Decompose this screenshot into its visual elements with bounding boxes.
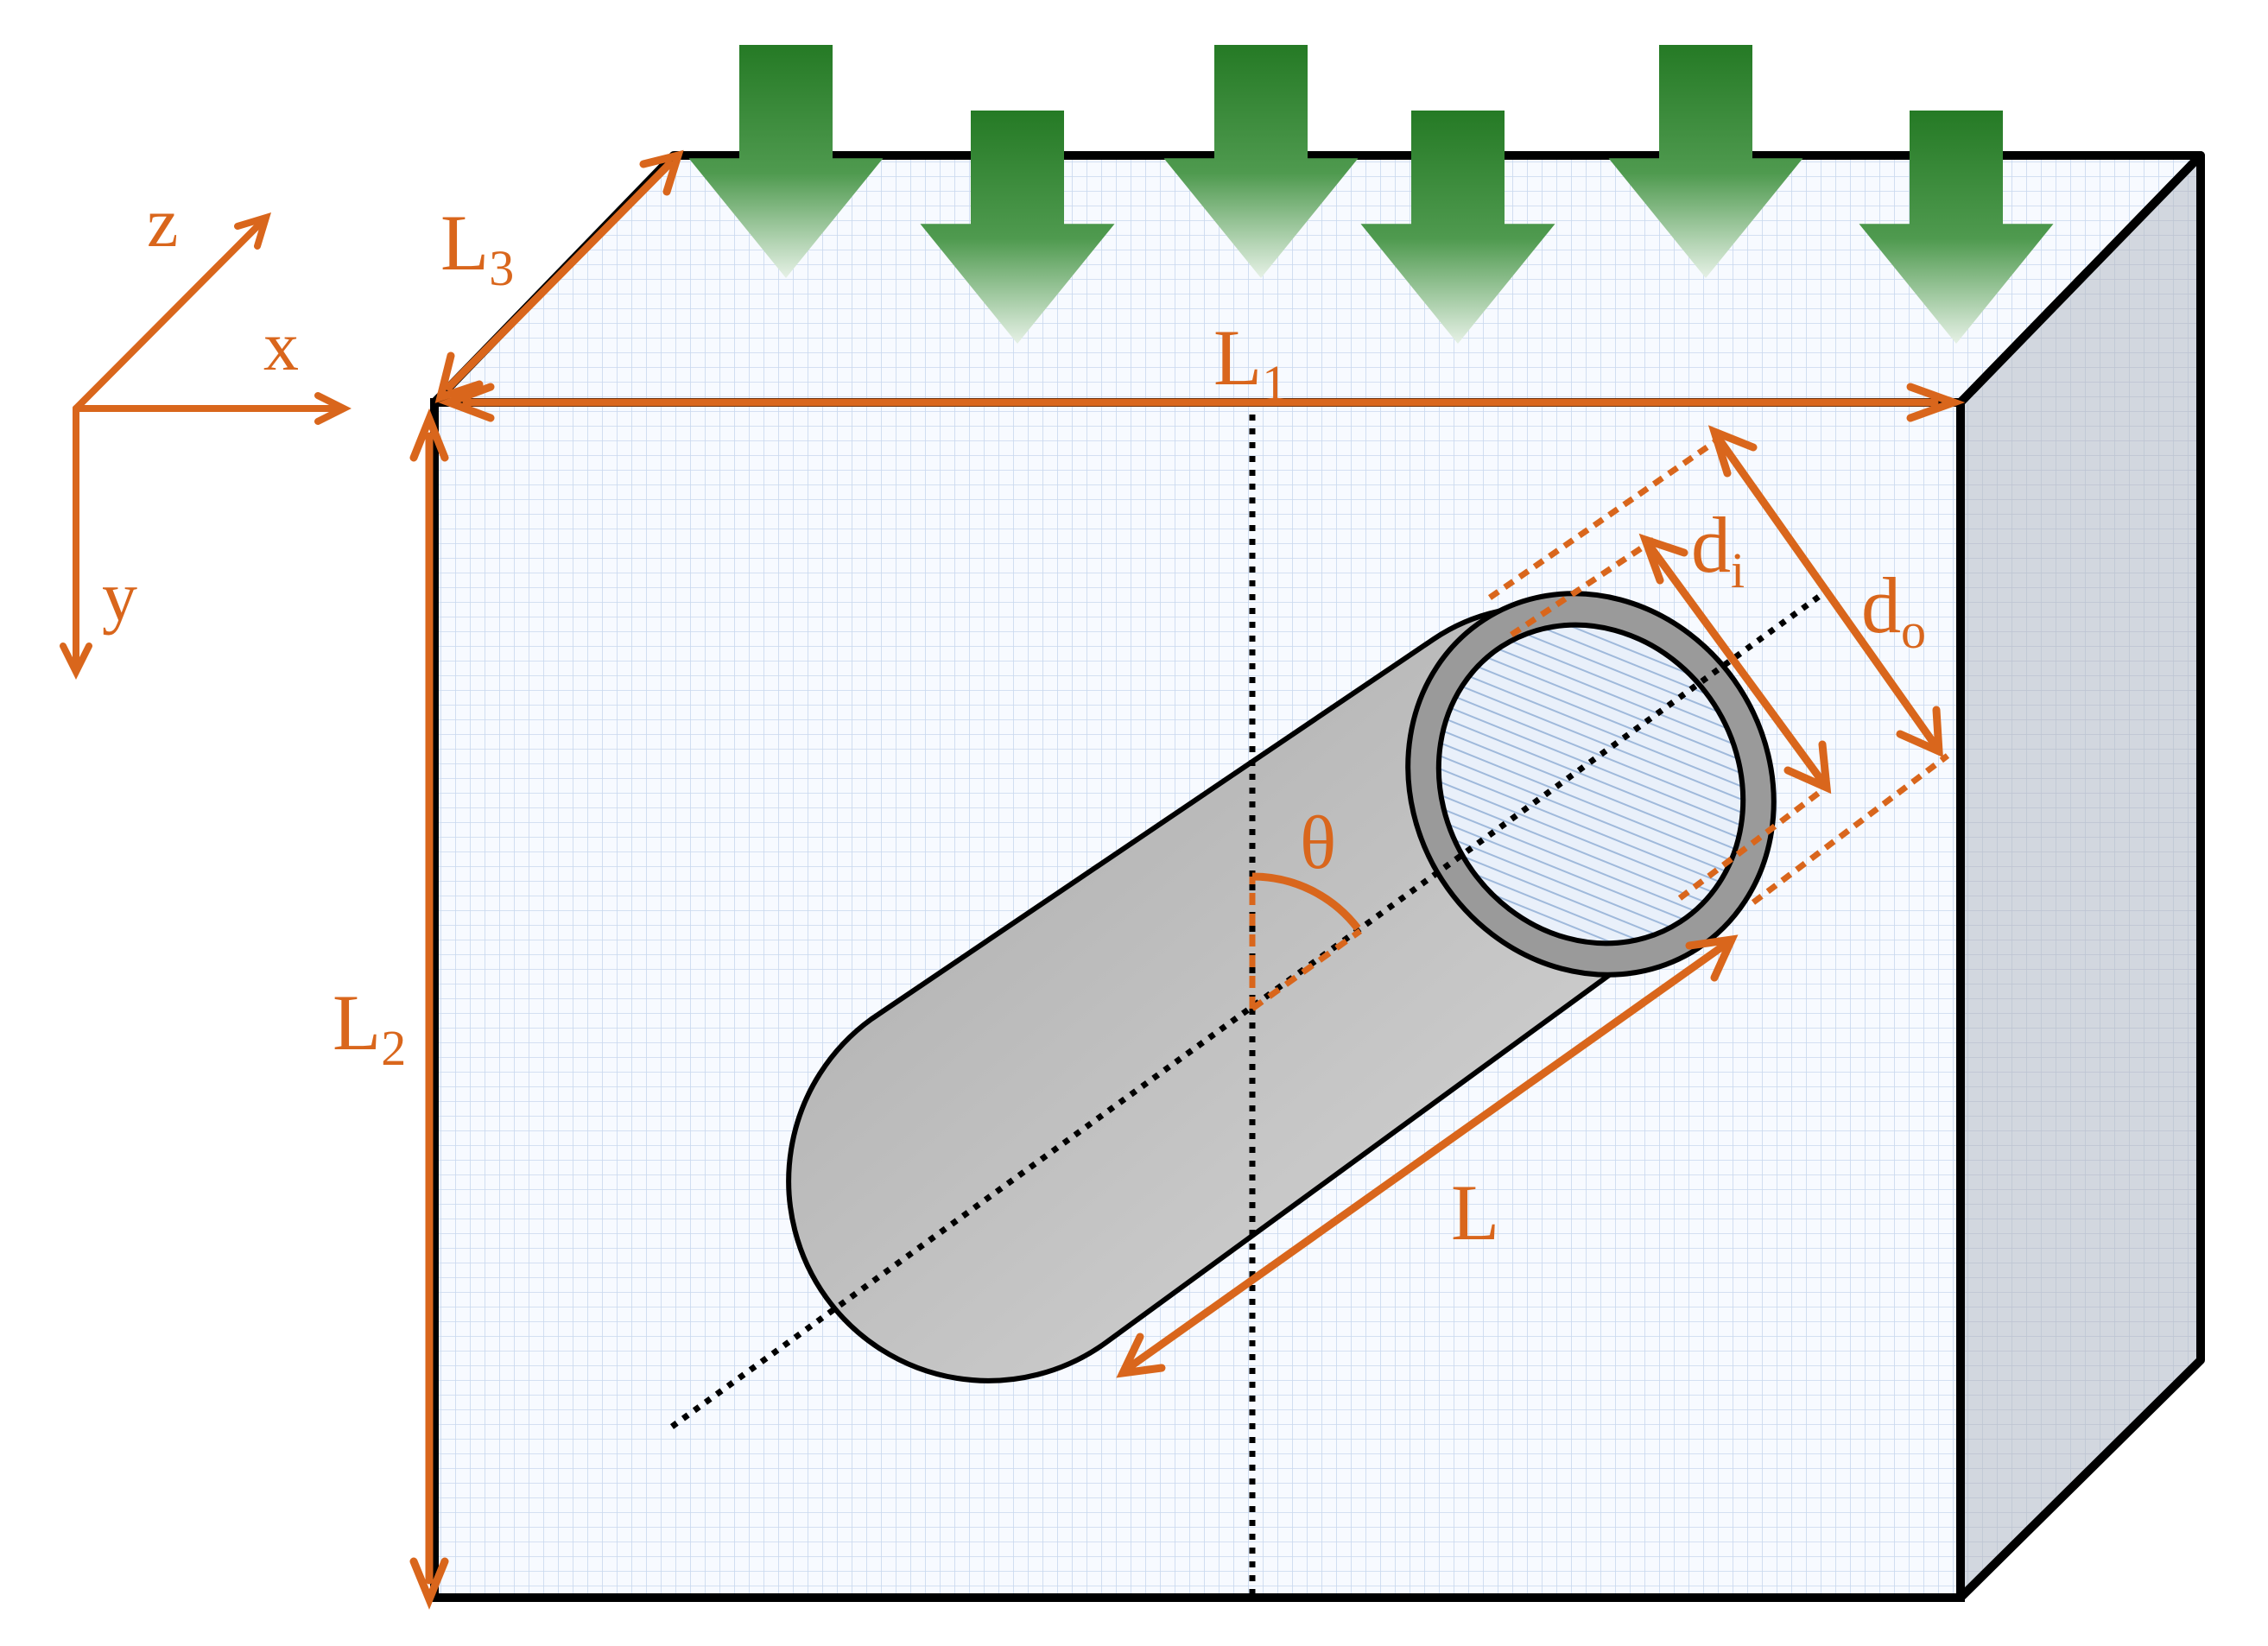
reference-lines bbox=[669, 415, 1825, 1593]
arrowhead-icon bbox=[409, 408, 449, 462]
L3-label: L3 bbox=[440, 199, 514, 296]
theta-angle bbox=[1249, 872, 1363, 1011]
L3-dimension-line bbox=[445, 160, 674, 391]
L-dimension-line bbox=[1123, 939, 1732, 1373]
do-dimension-line bbox=[1714, 434, 1939, 749]
di-dimension-line bbox=[1645, 541, 1827, 786]
dimension-lines bbox=[409, 149, 1966, 1610]
arrowhead-icon bbox=[1896, 706, 1943, 758]
do-label: do bbox=[1861, 561, 1926, 659]
pipe bbox=[786, 591, 1777, 1383]
L-label: L bbox=[1451, 1168, 1499, 1257]
arrowhead-icon bbox=[314, 392, 352, 425]
z-axis-line bbox=[73, 217, 267, 412]
y-axis-label: y bbox=[102, 557, 137, 636]
pipe-inner-opening bbox=[1435, 622, 1746, 946]
arrowhead-icon bbox=[409, 1557, 449, 1610]
arrowhead-icon bbox=[434, 351, 484, 403]
coordinate-axes bbox=[60, 212, 352, 680]
arrowhead-icon bbox=[60, 643, 92, 680]
block-side-face bbox=[1956, 151, 2205, 1602]
L1-label: L1 bbox=[1213, 313, 1287, 411]
arrowhead-icon bbox=[438, 383, 495, 422]
arrowhead-icon bbox=[1783, 740, 1832, 795]
extension-lines bbox=[1488, 440, 1950, 905]
pipe-axis bbox=[669, 592, 1825, 1429]
labels: z x y L3 L1 L2 L θ di do bbox=[102, 183, 1926, 1257]
z-axis-label: z bbox=[147, 183, 178, 262]
arrowhead-icon bbox=[639, 149, 684, 196]
arrowhead-icon bbox=[1685, 934, 1739, 982]
theta-label: θ bbox=[1300, 801, 1336, 885]
arrowhead-icon bbox=[234, 212, 271, 250]
arrowhead-icon bbox=[1116, 1333, 1166, 1378]
di-label: di bbox=[1691, 501, 1745, 598]
arrowhead-icon bbox=[1906, 383, 1966, 422]
L2-label: L2 bbox=[333, 978, 406, 1076]
arrowhead-icon bbox=[1707, 425, 1758, 478]
arrowhead-icon bbox=[1638, 533, 1688, 585]
x-axis-label: x bbox=[263, 307, 299, 385]
